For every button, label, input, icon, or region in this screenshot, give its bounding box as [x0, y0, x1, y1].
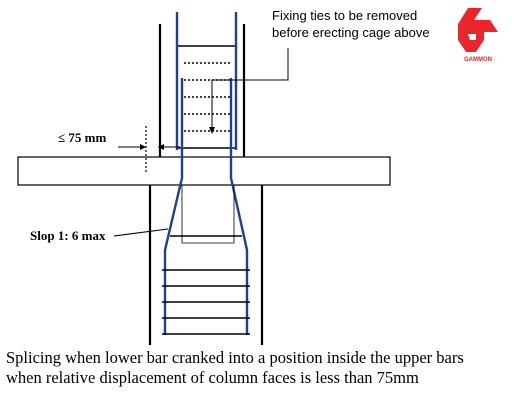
logo-text: GAMMON [464, 57, 492, 63]
floor-slab [17, 156, 391, 186]
fixing-ties-label-line2: before erecting cage above [272, 25, 430, 40]
fixing-ties-leader [211, 48, 289, 128]
lower-rebar-right-cranked [229, 78, 249, 335]
logo-mark-icon [458, 8, 498, 52]
caption-line-1: Splicing when lower bar cranked into a p… [6, 348, 464, 367]
diagram-caption: Splicing when lower bar cranked into a p… [6, 348, 526, 388]
dimension-arrow-head-right [158, 144, 164, 150]
upper-cage-ties [178, 45, 236, 149]
caption-line-2: when relative displacement of column fac… [6, 368, 419, 387]
slope-label: Slop 1: 6 max [30, 228, 106, 243]
slope-leader [113, 228, 169, 237]
fixing-ties-label-line1: Fixing ties to be removed [272, 8, 417, 23]
fixing-ties-arrow-head [209, 127, 215, 134]
lower-cage-ties [162, 235, 250, 335]
offset-limit-label: ≤ 75 mm [58, 130, 106, 145]
gammon-logo: GAMMON [458, 8, 498, 63]
lower-rebar-left-cranked [163, 78, 184, 335]
dimension-arrow-head-left [140, 144, 146, 150]
column-inner-outline [181, 185, 235, 244]
fixing-ties-dotted [184, 62, 232, 132]
